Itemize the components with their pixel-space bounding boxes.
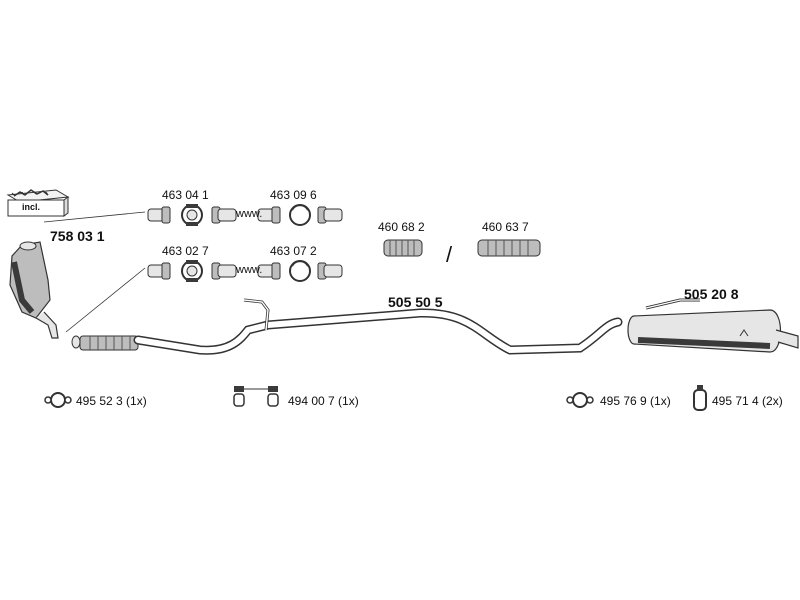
pipe-part-number: 505 50 5 xyxy=(388,294,443,310)
mounting-kit-box xyxy=(6,189,70,217)
www-label: www. xyxy=(236,208,263,220)
hanger-icon xyxy=(233,386,279,407)
leader-line xyxy=(65,267,146,333)
clamp-part-number: 463 02 7 xyxy=(162,244,209,258)
hanger-part-number: 494 00 7 (1x) xyxy=(288,394,359,408)
muffler-part-number: 505 20 8 xyxy=(684,286,739,302)
flex-pipe-b xyxy=(477,239,541,257)
flex-part-number: 460 68 2 xyxy=(378,220,425,234)
clamp-assembly-row2 xyxy=(147,260,343,282)
rubber-part-number: 495 71 4 (2x) xyxy=(712,394,783,408)
clamp-part-number: 463 07 2 xyxy=(270,244,317,258)
clamp-part-number: 463 09 6 xyxy=(270,188,317,202)
flex-pipe-a xyxy=(383,239,423,257)
catalyst-part-number: 758 03 1 xyxy=(50,228,105,244)
rubber-mount-icon xyxy=(693,385,707,411)
gasket-icon-rear xyxy=(566,392,594,408)
divider-slash: / xyxy=(446,242,453,267)
gasket-icon xyxy=(44,392,72,408)
gasket-part-number: 495 76 9 (1x) xyxy=(600,394,671,408)
gasket-part-number: 495 52 3 (1x) xyxy=(76,394,147,408)
catalytic-converter xyxy=(9,241,59,339)
www-label: www. xyxy=(236,264,263,276)
rear-muffler xyxy=(627,298,799,353)
clamp-assembly-row1 xyxy=(147,204,343,226)
intermediate-pipe xyxy=(71,298,623,355)
kit-label: incl. xyxy=(22,202,41,212)
leader-line xyxy=(43,211,146,223)
flex-part-number: 460 63 7 xyxy=(482,220,529,234)
clamp-part-number: 463 04 1 xyxy=(162,188,209,202)
